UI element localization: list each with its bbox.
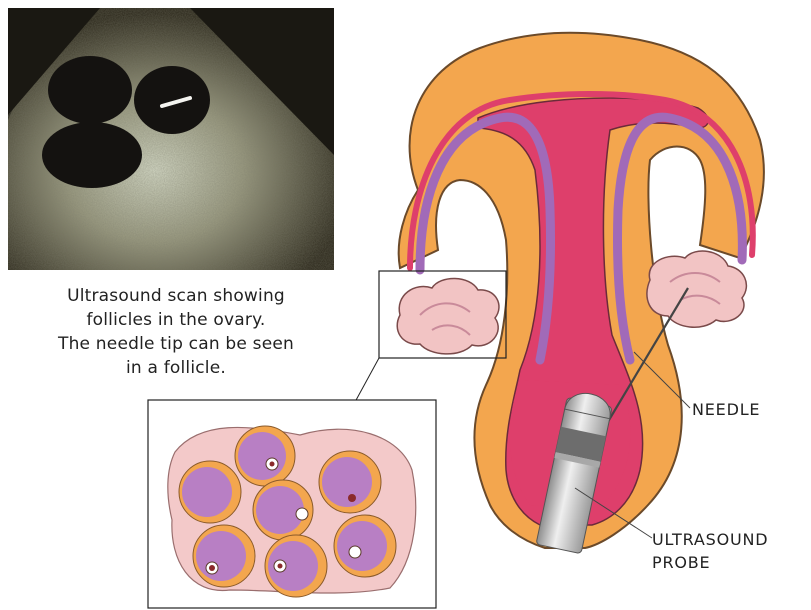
probe-label-line: PROBE xyxy=(652,551,768,574)
follicle-dark xyxy=(134,66,210,134)
follicle xyxy=(334,515,396,577)
follicle xyxy=(235,426,295,486)
follicle-dark xyxy=(42,122,142,188)
zoom-pointer-line xyxy=(355,358,379,402)
follicle-dark xyxy=(48,56,132,124)
follicle xyxy=(265,535,327,597)
caption-line: The needle tip can be seen xyxy=(10,332,342,356)
left-ovary xyxy=(397,278,499,353)
follicle xyxy=(253,480,313,540)
caption-line: Ultrasound scan showing xyxy=(10,284,342,308)
ultrasound-probe-label: ULTRASOUND PROBE xyxy=(652,528,768,574)
needle-label: NEEDLE xyxy=(692,400,760,419)
caption-line: follicles in the ovary. xyxy=(10,308,342,332)
follicle xyxy=(319,451,381,513)
probe-label-line: ULTRASOUND xyxy=(652,528,768,551)
caption-line: in a follicle. xyxy=(10,356,342,380)
scan-caption: Ultrasound scan showing follicles in the… xyxy=(10,284,342,380)
follicle xyxy=(179,461,241,523)
follicle xyxy=(193,525,255,587)
right-ovary xyxy=(647,251,747,327)
